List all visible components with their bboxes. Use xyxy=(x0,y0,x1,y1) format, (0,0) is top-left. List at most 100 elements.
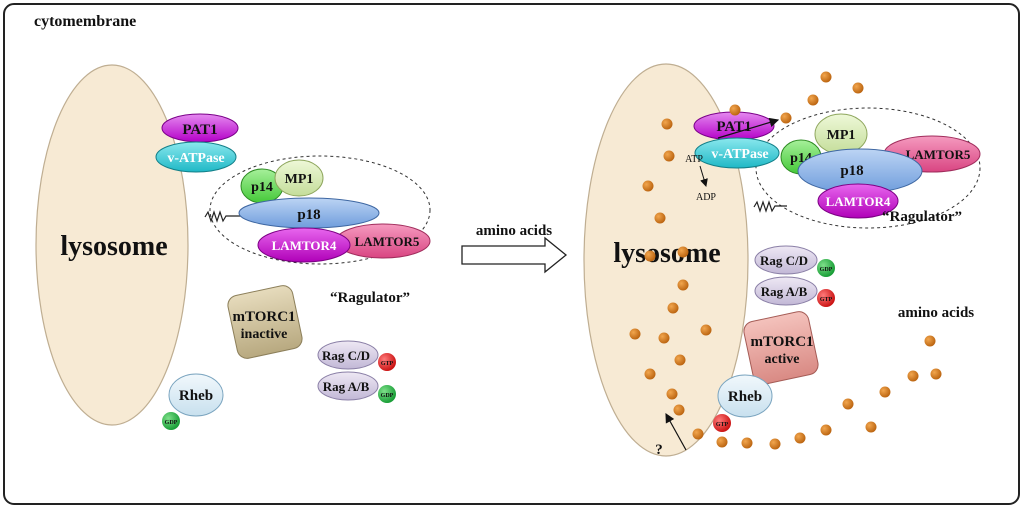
right-lamtor4-label: LAMTOR4 xyxy=(826,194,891,209)
amino-acid-dots xyxy=(629,71,942,450)
right-rheb-gtp xyxy=(713,414,731,432)
left-rag-cd-label: Rag C/D xyxy=(322,348,370,363)
left-vatpase xyxy=(155,141,237,173)
amino-acid-dot xyxy=(673,404,685,416)
amino-acid-dot xyxy=(677,246,689,258)
right-mtorc1-label: mTORC1 xyxy=(750,334,813,350)
right-atp-adp-arrow xyxy=(699,165,708,187)
right-linker-zigzag xyxy=(753,200,787,213)
left-lamtor4-label: LAMTOR4 xyxy=(272,238,337,253)
left-pat1-label: PAT1 xyxy=(182,122,217,138)
right-adp-label: ADP xyxy=(696,192,716,203)
right-p18-label: p18 xyxy=(840,163,863,179)
right-rheb-badge: GTP xyxy=(716,422,729,428)
right-mtorc1 xyxy=(743,311,819,385)
cytomembrane-label: cytomembrane xyxy=(34,13,136,30)
right-rag-cd-label: Rag C/D xyxy=(760,253,808,268)
left-lysosome-label: lysosome xyxy=(60,231,167,262)
left-rheb-label: Rheb xyxy=(179,388,213,404)
amino-acid-dot xyxy=(692,428,704,440)
right-rag-cd-gdp xyxy=(817,259,835,277)
right-rag-cd-badge: GDP xyxy=(820,267,833,273)
right-amino-acids-label: amino acids xyxy=(898,305,974,321)
left-linker-zigzag xyxy=(204,210,242,223)
amino-acid-dot xyxy=(674,354,686,366)
amino-acid-dot xyxy=(654,212,666,224)
right-question-mark: ? xyxy=(655,442,663,458)
right-lysosome-label: lysosome xyxy=(613,238,720,269)
left-rag-cd-badge: GTP xyxy=(381,361,394,367)
amino-acid-dot xyxy=(852,82,864,94)
amino-acid-dot xyxy=(716,436,728,448)
center-arrow-label: amino acids xyxy=(476,223,552,239)
right-panel: lysosome PAT1 v-ATPase ATP ADP p14 MP1 L… xyxy=(583,63,981,458)
amino-acid-dot xyxy=(807,94,819,106)
amino-acid-dot xyxy=(644,368,656,380)
right-rheb xyxy=(717,374,773,418)
left-mtorc1-label: mTORC1 xyxy=(232,309,295,325)
left-mp1 xyxy=(274,159,324,197)
amino-acid-dot xyxy=(780,112,792,124)
right-lamtor5-label: LAMTOR5 xyxy=(906,147,971,162)
amino-acid-dot xyxy=(842,398,854,410)
left-rheb xyxy=(168,373,224,417)
amino-acid-dot xyxy=(865,421,877,433)
amino-acid-dot xyxy=(879,386,891,398)
left-lamtor5-label: LAMTOR5 xyxy=(355,234,420,249)
amino-acid-dot xyxy=(642,180,654,192)
right-vatpase xyxy=(694,137,780,169)
left-mp1-label: MP1 xyxy=(285,172,314,187)
amino-acid-dot xyxy=(820,71,832,83)
amino-acid-dot xyxy=(663,150,675,162)
left-panel: lysosome PAT1 v-ATPase p14 MP1 p18 LAMTO… xyxy=(35,64,431,430)
left-rag-ab-badge: GDP xyxy=(381,393,394,399)
left-rag-ab-gdp xyxy=(378,385,396,403)
amino-acid-dot xyxy=(794,432,806,444)
right-rag-ab-gtp xyxy=(817,289,835,307)
left-rag-cd xyxy=(317,340,379,370)
right-rag-ab xyxy=(754,276,818,306)
right-rag-ab-label: Rag A/B xyxy=(761,284,808,299)
amino-acid-dot xyxy=(700,324,712,336)
amino-acid-dot xyxy=(769,438,781,450)
left-rheb-badge: GDP xyxy=(165,420,178,426)
amino-acid-dot xyxy=(677,279,689,291)
left-rag-ab-label: Rag A/B xyxy=(323,379,370,394)
right-ragulator-boundary xyxy=(755,107,981,229)
amino-acid-dot xyxy=(629,328,641,340)
left-rheb-gdp xyxy=(162,412,180,430)
left-p14-label: p14 xyxy=(251,180,273,195)
right-rheb-label: Rheb xyxy=(728,389,762,405)
center-arrow-icon xyxy=(461,236,568,274)
left-ragulator-label: “Ragulator” xyxy=(330,290,410,306)
left-mtorc1 xyxy=(227,285,303,359)
amino-acid-dot xyxy=(907,370,919,382)
right-ragulator-label: “Ragulator” xyxy=(882,209,962,225)
amino-acid-dot xyxy=(924,335,936,347)
left-mtorc1-state: inactive xyxy=(241,327,288,342)
amino-acid-dot xyxy=(644,250,656,262)
right-lamtor4 xyxy=(817,183,899,219)
left-rag-ab xyxy=(317,371,379,401)
right-mtorc1-state: active xyxy=(765,352,800,367)
amino-acid-dot xyxy=(741,437,753,449)
amino-acid-dot xyxy=(666,388,678,400)
amino-acid-dot xyxy=(661,118,673,130)
amino-acid-dot xyxy=(820,424,832,436)
amino-acid-dot xyxy=(667,302,679,314)
right-pat1-transport-arrow xyxy=(717,117,780,139)
left-ragulator-boundary xyxy=(209,155,431,265)
right-uptake-arrow xyxy=(665,412,687,451)
right-rag-cd xyxy=(754,245,818,275)
right-atp-label: ATP xyxy=(685,154,703,165)
amino-acid-dot xyxy=(930,368,942,380)
right-rag-ab-badge: GTP xyxy=(820,297,833,303)
left-lamtor4 xyxy=(257,227,351,263)
right-mp1-label: MP1 xyxy=(827,128,856,143)
right-vatpase-label: v-ATPase xyxy=(711,147,768,162)
left-lysosome xyxy=(35,64,189,426)
amino-acid-dot xyxy=(658,332,670,344)
left-vatpase-label: v-ATPase xyxy=(167,151,224,166)
